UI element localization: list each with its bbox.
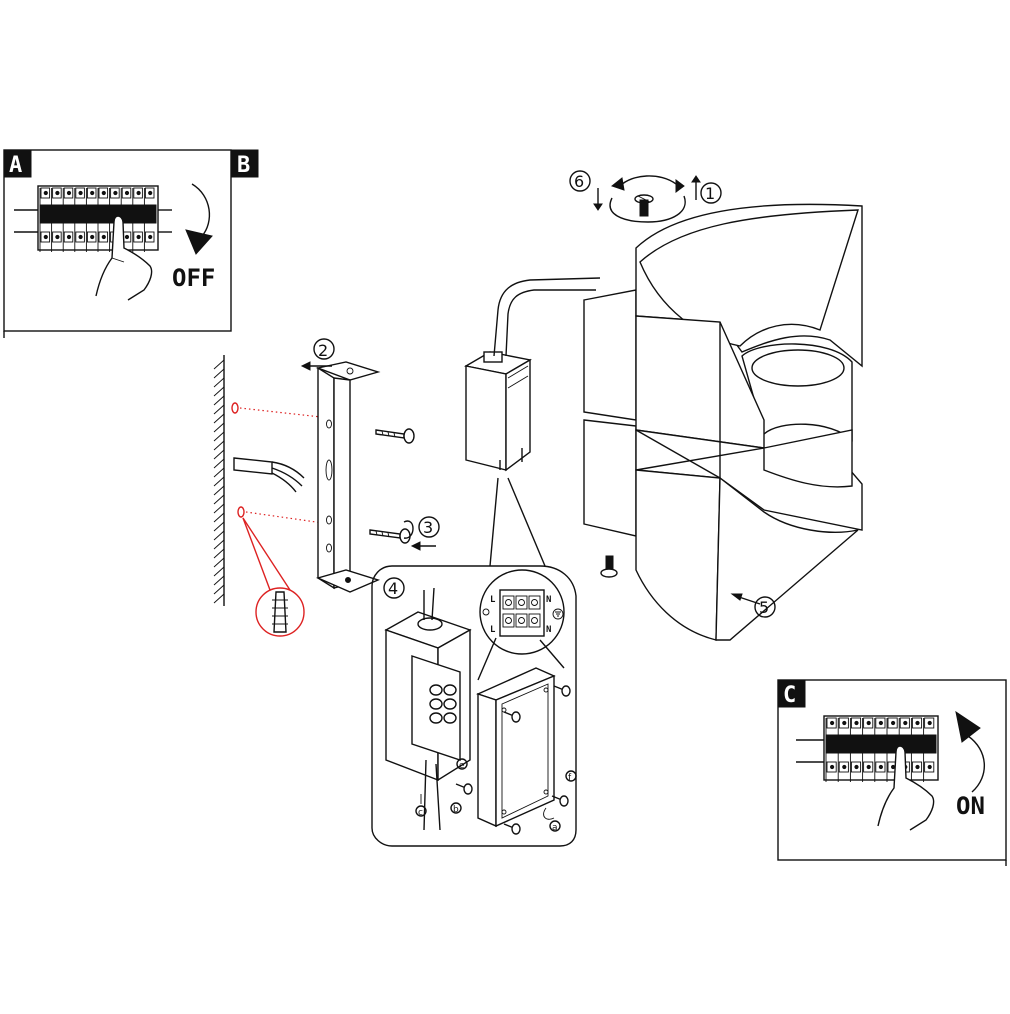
mounting-bracket [315, 361, 381, 593]
wall-hole-bottom [237, 506, 245, 518]
panel-a-switch-off: A B OFF [3, 149, 259, 338]
arrow-left-icon [730, 593, 743, 601]
step-3-number: 3 [423, 518, 433, 537]
step-2-number: 2 [318, 341, 328, 360]
step-2-marker [313, 338, 335, 360]
terminal-live-top: L [490, 595, 496, 605]
wall-screw-top-icon [375, 428, 415, 444]
arrow-left-icon [410, 541, 421, 551]
wall-hole-top [231, 402, 239, 414]
terminal-live-bottom: L [490, 625, 496, 635]
junction-box [464, 351, 532, 472]
cover-screw-icon [634, 194, 654, 217]
turn-off-arrow [191, 183, 211, 237]
terminal-neutral-top: N [546, 595, 551, 605]
arrow-left-icon [300, 361, 311, 371]
supply-cable [233, 457, 305, 493]
step-1-marker [700, 182, 722, 204]
open-junction-box [384, 587, 472, 831]
wiring-detail-callout [371, 565, 577, 847]
arrow-down-icon [593, 203, 603, 211]
rotate-arrow-icon [609, 195, 686, 223]
wall-lamp [583, 203, 863, 641]
arrow-up-icon [955, 710, 981, 743]
hand-icon [95, 215, 153, 301]
wall-surface [213, 355, 331, 637]
rotate-arrow-icon [543, 807, 555, 820]
rotate-arrow-icon [403, 520, 414, 539]
circuit-breaker-panel-on [796, 715, 939, 782]
panel-c-letter: C [783, 683, 796, 708]
loose-screw-icon [600, 555, 618, 578]
step-5-number: 5 [759, 598, 769, 617]
terminal-block-zoom: L L N N [479, 569, 565, 655]
panel-a-letter: A [9, 153, 22, 178]
panel-b-letter: B [237, 153, 250, 178]
sub-marker-b [450, 802, 462, 814]
step-1-number: 1 [705, 184, 715, 203]
wall-plug-detail [255, 587, 305, 637]
lid-screws [455, 685, 571, 835]
wall-screw-bottom-icon [369, 528, 411, 544]
step-4-number: 4 [388, 579, 398, 598]
terminal-neutral-bottom: N [546, 625, 551, 635]
arrow-up-icon [691, 175, 701, 183]
detail-sub-labels: b c e f a [415, 758, 577, 833]
sub-label-f: f [568, 773, 572, 783]
connection-cable [493, 277, 601, 357]
sub-label-e: e [459, 761, 465, 771]
sub-marker-f [565, 770, 577, 782]
off-label: OFF [172, 264, 215, 292]
circuit-breaker-panel-off [14, 185, 172, 252]
sub-marker-c [415, 805, 427, 817]
sub-label-b: b [453, 805, 459, 815]
sub-label-a: a [552, 823, 558, 833]
sub-label-c: c [418, 808, 423, 818]
step-6-number: 6 [574, 172, 584, 191]
earth-icon [552, 608, 564, 620]
step-4-marker [383, 577, 405, 599]
step-6-marker [569, 170, 591, 192]
junction-box-lid [476, 667, 556, 828]
sub-marker-e [456, 758, 468, 770]
arrow-down-icon [185, 229, 213, 255]
hand-icon [877, 745, 935, 831]
panel-c-switch-on: C ON [777, 679, 1007, 866]
step-5-marker [754, 596, 776, 618]
on-label: ON [956, 792, 985, 820]
turn-on-arrow [967, 735, 986, 793]
wall-plug-icon [272, 591, 288, 633]
sub-marker-a [549, 820, 561, 832]
step-3-marker [418, 516, 440, 538]
